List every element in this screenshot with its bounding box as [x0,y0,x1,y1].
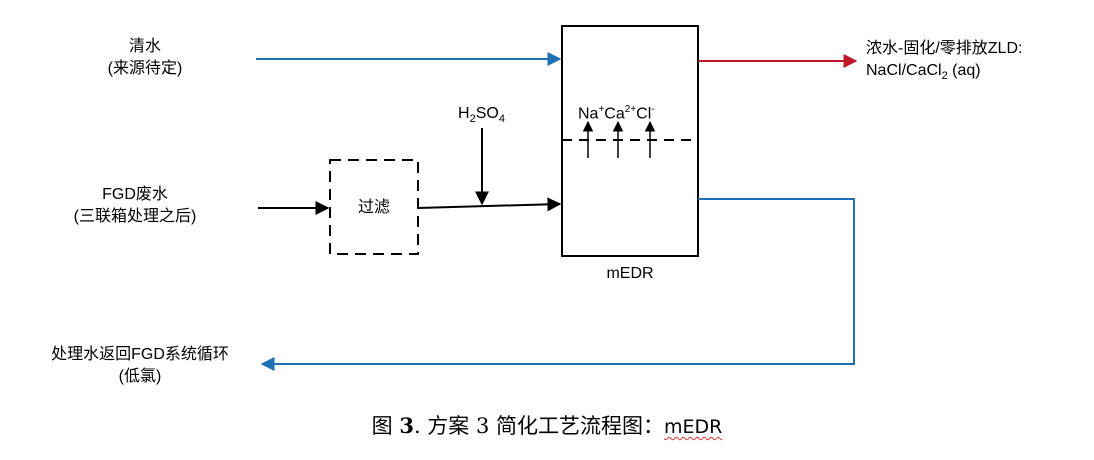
output-state: (aq) [947,62,981,79]
caption-number: 3 [399,413,414,438]
output-line1: 浓水-固化/零排放ZLD: [866,40,1023,57]
output-formula-sub: 2 [941,70,948,83]
treated-water-return-line [260,198,855,371]
output-formula: NaCl/CaCl [866,62,942,79]
returned-water-line1: 处理水返回FGD系统循环 [51,346,229,363]
reagent-sub2: 4 [498,113,505,126]
clean-water-line1: 清水 [128,38,161,55]
fgd-wastewater-line2: (三联箱处理之后) [73,208,197,225]
fgd-wastewater-label: FGD废水 (三联箱处理之后) [40,184,230,228]
figure-caption: 图 3. 方案 3 简化工艺流程图：mEDR [0,410,1094,440]
caption-text: . 方案 3 简化工艺流程图： [413,414,664,438]
clean-water-line2: (来源待定) [107,60,183,77]
output-line2: NaCl/CaCl2 (aq) [866,60,1022,87]
caption-prefix: 图 [371,414,400,438]
returned-water-label: 处理水返回FGD系统循环 (低氯) [10,344,270,388]
reagent-sub1: 2 [469,113,476,126]
flow-diagram [256,25,858,371]
clean-water-label: 清水 (来源待定) [90,36,200,80]
medr-label: mEDR [606,265,654,282]
ion-na-charge: + [598,104,605,115]
ion-na: Na [578,105,599,123]
ion-cl: Cl [636,105,652,123]
returned-water-line2: (低氯) [118,368,162,385]
ion-ca: Ca [604,105,625,123]
reagent-h: H [458,105,470,122]
ion-cl-charge: - [651,104,655,115]
acid-reagent-label: H2SO4 [458,103,505,130]
reagent-so: SO [475,105,499,122]
caption-suffix: mEDR [664,416,723,438]
fgd-wastewater-line1: FGD废水 [102,186,168,203]
filtrate-arrow [417,197,562,212]
ion-ca-charge: 2+ [624,104,637,115]
concentrate-output-label: 浓水-固化/零排放ZLD: NaCl/CaCl2 (aq) [866,38,1022,87]
filter-label: 过滤 [357,199,390,216]
ion-labels: Na+Ca2+Cl- [578,99,655,125]
